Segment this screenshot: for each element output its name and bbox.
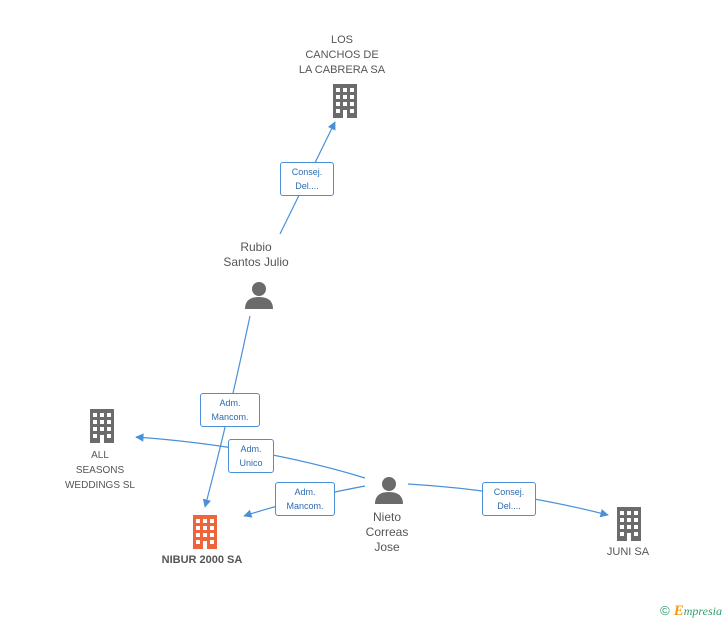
brand-logo-text: mpresia [683, 604, 722, 618]
node-label-nieto: Nieto Correas Jose [365, 510, 409, 554]
brand-footer[interactable]: ©Empresia [660, 603, 722, 620]
person-icon[interactable] [374, 476, 404, 504]
building-icon[interactable] [190, 515, 220, 549]
building-icon[interactable] [330, 84, 360, 118]
edge-label-rubio-los-canchos[interactable]: Consej. Del.... [280, 162, 334, 196]
edge-label-nieto-all-seasons[interactable]: Adm. Unico [228, 439, 274, 473]
node-label-los-canchos: LOS CANCHOS DE LA CABRERA SA [298, 34, 386, 76]
person-icon[interactable] [244, 281, 274, 309]
edge-label-nieto-juni[interactable]: Consej. Del.... [482, 482, 536, 516]
building-icon[interactable] [614, 507, 644, 541]
node-label-nibur: NIBUR 2000 SA [161, 554, 243, 566]
edge-label-nieto-nibur[interactable]: Adm. Mancom. [275, 482, 335, 516]
edge-label-rubio-nibur[interactable]: Adm. Mancom. [200, 393, 260, 427]
copyright-icon: © [660, 603, 670, 618]
brand-logo-initial: E [673, 603, 684, 619]
node-label-all-seasons: ALL SEASONS WEDDINGS SL [64, 450, 135, 491]
node-label-juni: JUNI SA [606, 546, 650, 558]
building-icon[interactable] [87, 409, 117, 443]
node-label-rubio: Rubio Santos Julio [223, 240, 289, 269]
